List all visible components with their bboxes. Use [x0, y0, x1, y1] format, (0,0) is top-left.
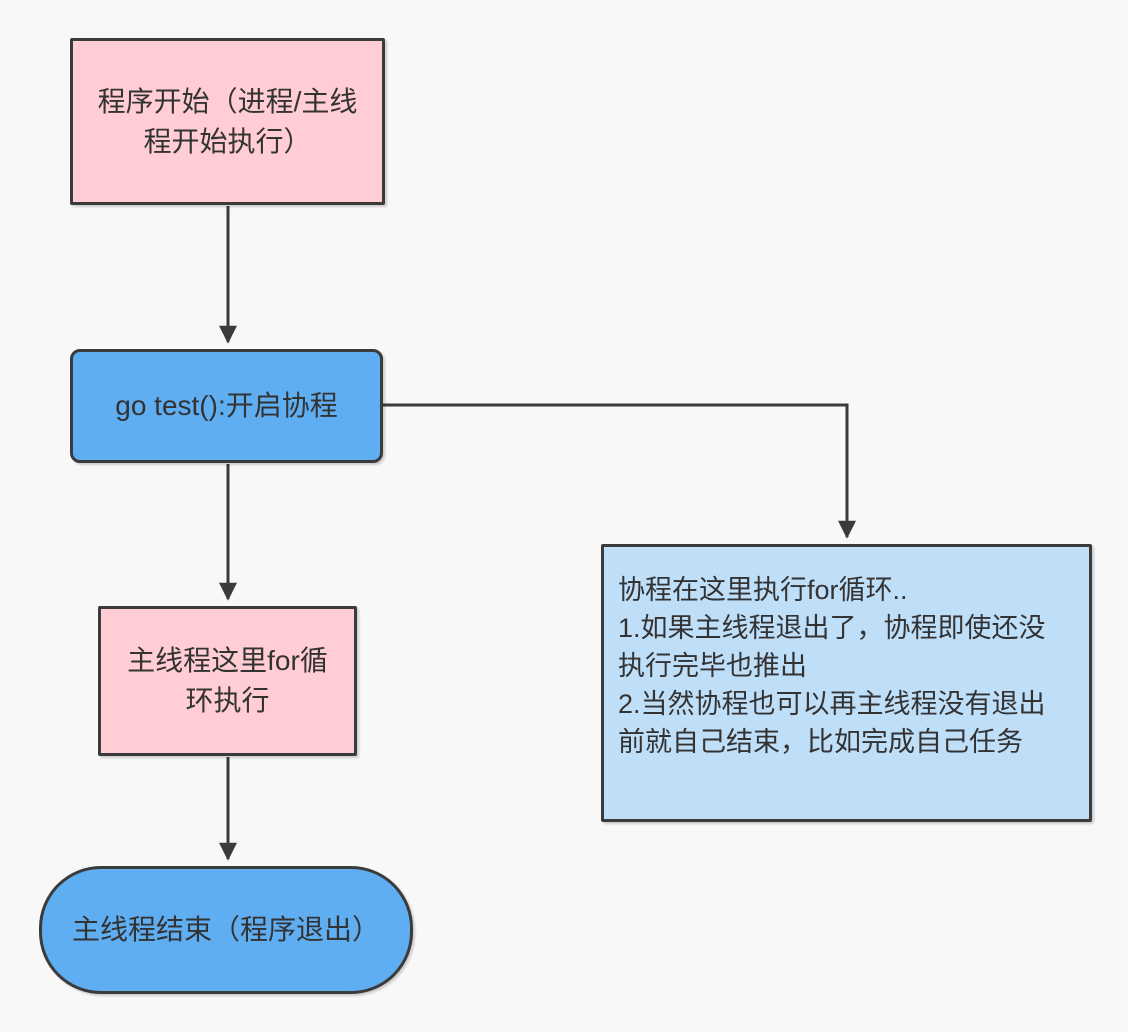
node-main-for-loop-label: 主线程这里for循环执行 — [127, 645, 328, 716]
node-go-test-label: go test():开启协程 — [115, 390, 338, 422]
node-main-end-label: 主线程结束（程序退出） — [71, 914, 380, 946]
node-main-end: 主线程结束（程序退出） — [39, 866, 413, 994]
goroutine-note-line: 2.当然协程也可以再主线程没有退出前就自己结束，比如完成自己任务 — [618, 689, 1046, 757]
node-main-for-loop: 主线程这里for循环执行 — [98, 606, 357, 756]
goroutine-note-line: 1.如果主线程退出了，协程即使还没执行完毕也推出 — [618, 613, 1046, 681]
node-program-start-label: 程序开始（进程/主线程开始执行） — [97, 85, 358, 157]
node-goroutine-note: 协程在这里执行for循环.. 1.如果主线程退出了，协程即使还没执行完毕也推出 … — [601, 544, 1092, 822]
node-program-start: 程序开始（进程/主线程开始执行） — [70, 38, 385, 205]
edge-go-to-note — [383, 403, 856, 539]
goroutine-note-line: 协程在这里执行for循环.. — [618, 575, 908, 605]
node-go-test: go test():开启协程 — [70, 349, 383, 463]
